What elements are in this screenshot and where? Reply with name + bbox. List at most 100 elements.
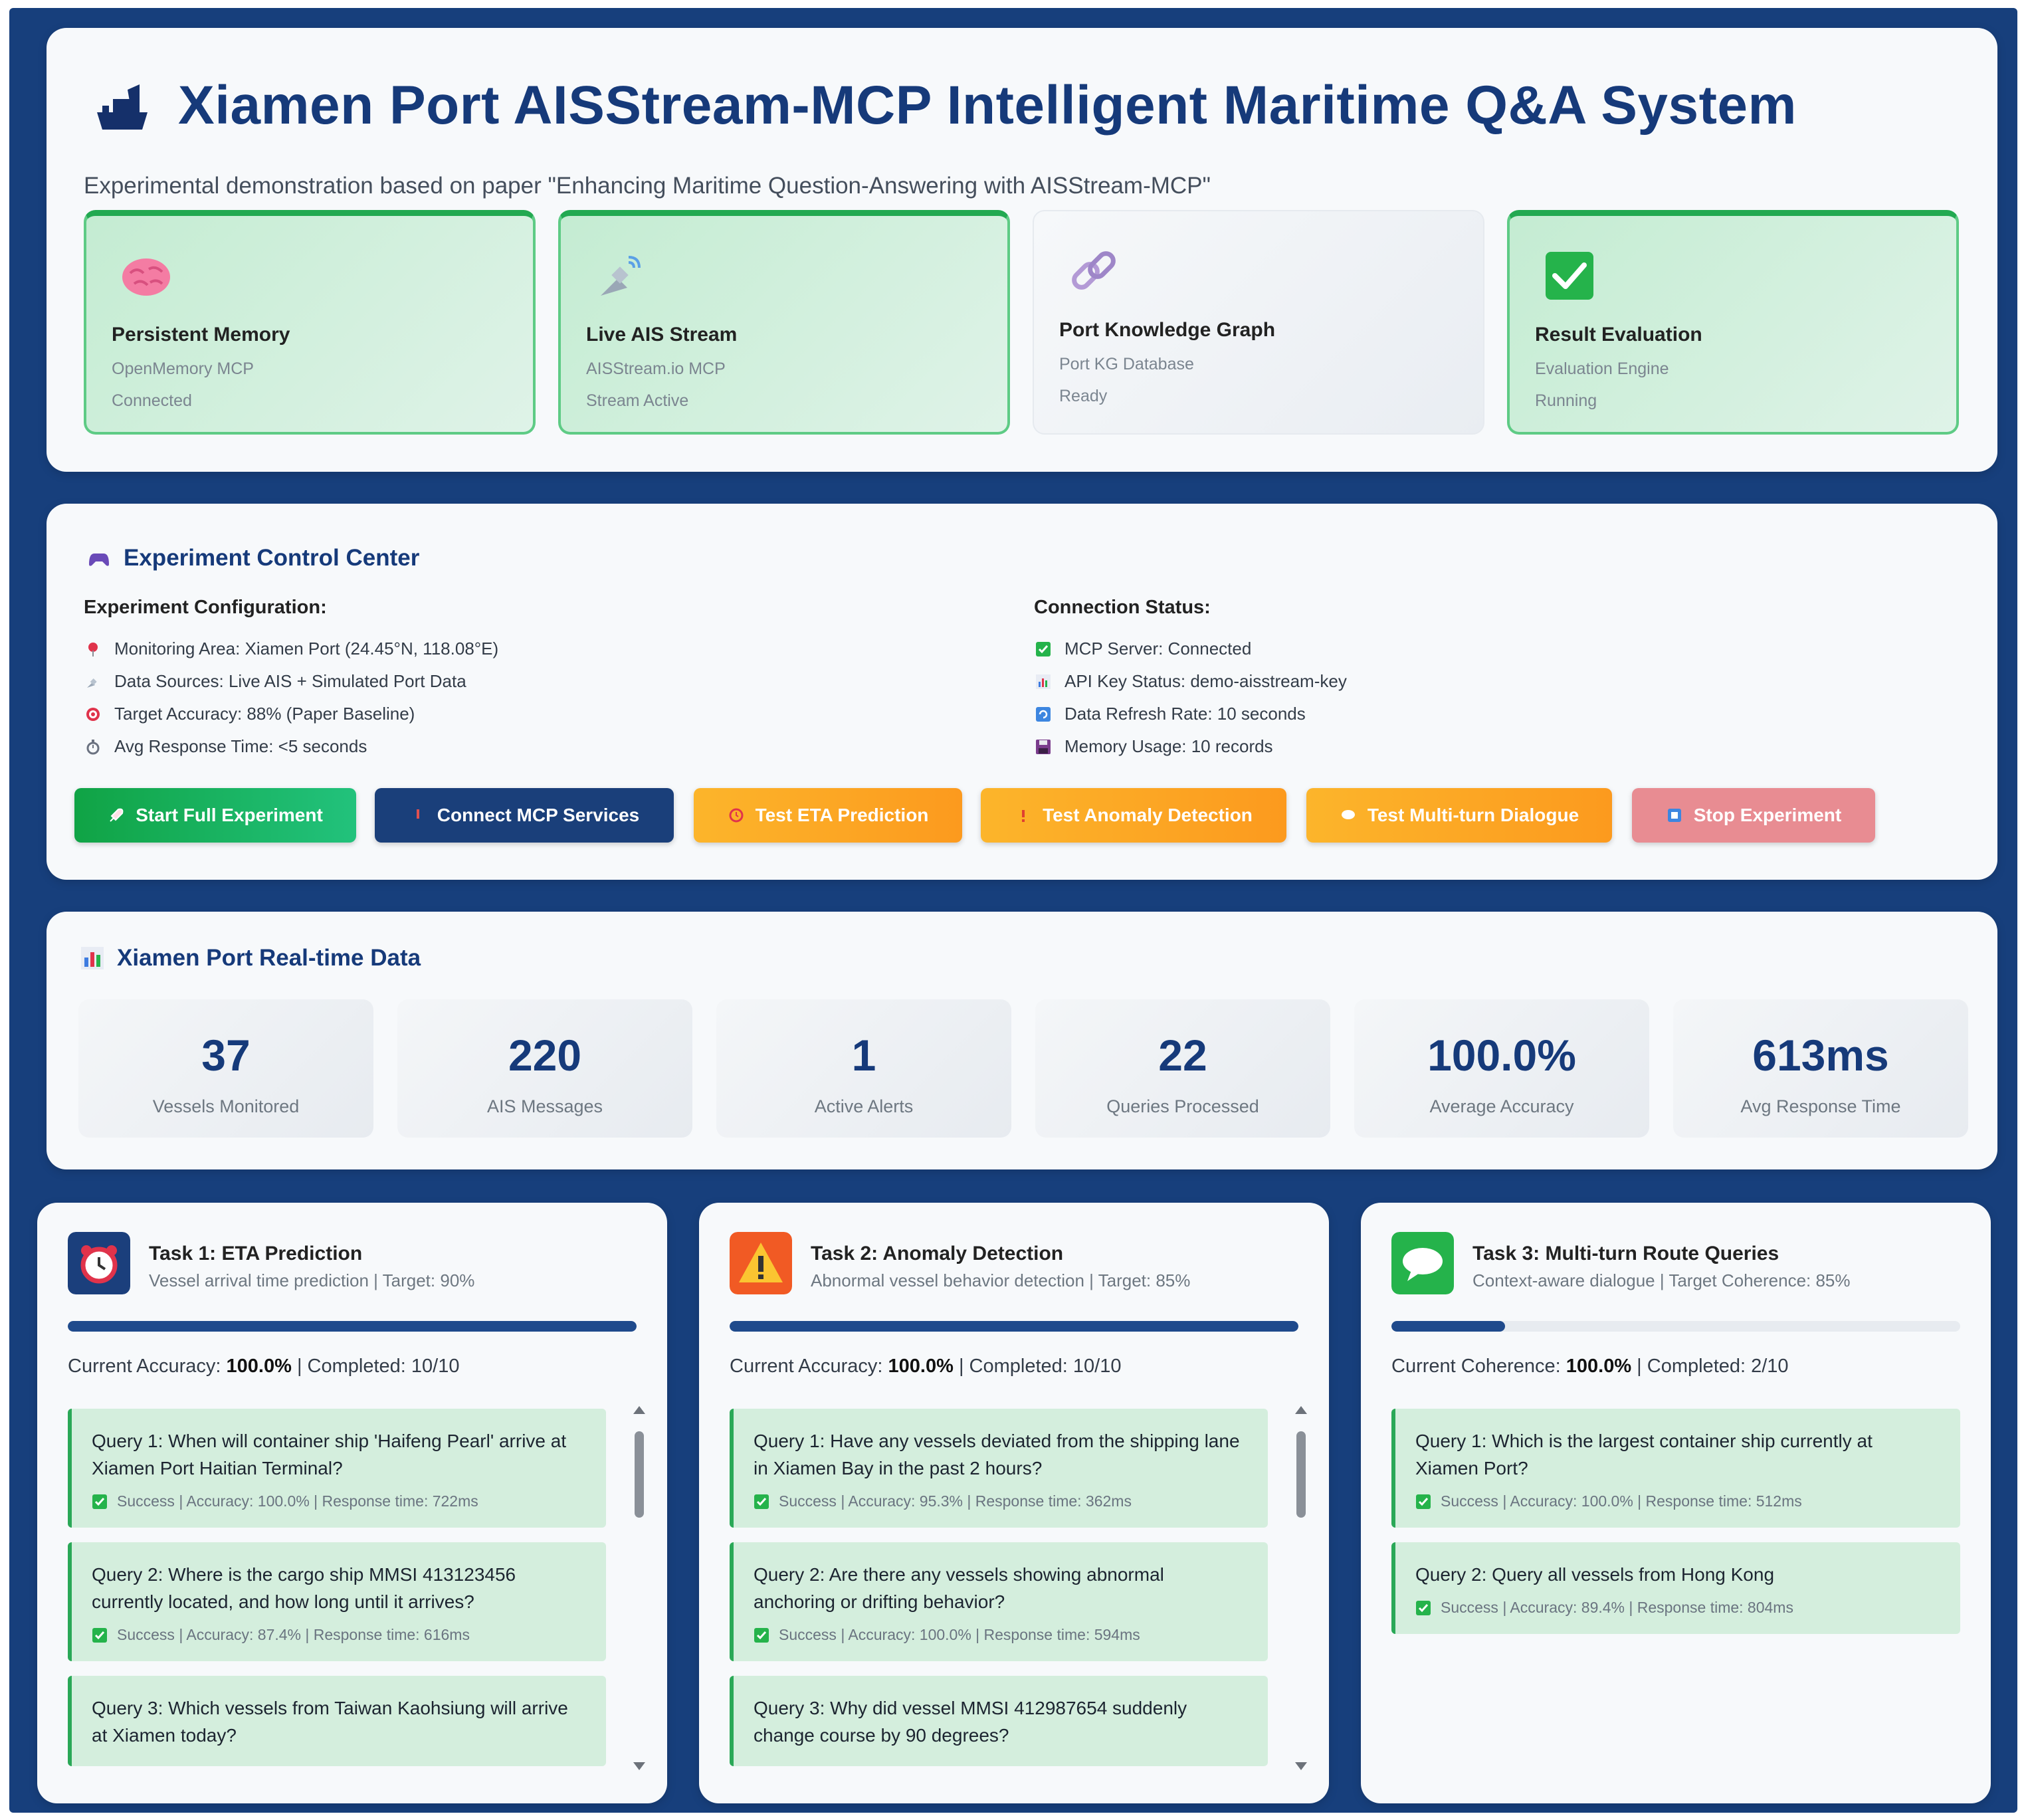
- brain-icon: [122, 258, 170, 296]
- clock-icon: [729, 808, 744, 823]
- query-meta-text: Success | Accuracy: 87.4% | Response tim…: [117, 1626, 470, 1643]
- connect-mcp-services-button[interactable]: Connect MCP Services: [375, 788, 674, 843]
- scrollbar-thumb[interactable]: [1296, 1431, 1306, 1518]
- check-icon: [1416, 1600, 1431, 1615]
- service-name: Port Knowledge Graph: [1059, 319, 1276, 341]
- task-progress-bar: [1391, 1321, 1960, 1332]
- config-item: Data Sources: Live AIS + Simulated Port …: [85, 665, 498, 698]
- bar-chart-icon: [81, 947, 104, 969]
- service-card-persistent-memory: Persistent Memory OpenMemory MCP Connect…: [84, 210, 536, 435]
- config-heading: Experiment Configuration:: [84, 597, 327, 618]
- query-list[interactable]: Query 1: When will container ship 'Haife…: [68, 1409, 623, 1781]
- status-item-text: Data Refresh Rate: 10 seconds: [1065, 704, 1306, 724]
- query-text: Query 2: Where is the cargo ship MMSI 41…: [92, 1564, 516, 1612]
- query-item: Query 2: Where is the cargo ship MMSI 41…: [68, 1542, 606, 1661]
- service-detail: OpenMemory MCP: [112, 359, 254, 378]
- stat-ais-messages: 220 AIS Messages: [397, 999, 692, 1138]
- scrollbar-thumb[interactable]: [635, 1431, 644, 1518]
- status-item-text: Memory Usage: 10 records: [1065, 736, 1273, 756]
- task-card-anomaly-detection: Task 2: Anomaly Detection Abnormal vesse…: [699, 1203, 1329, 1803]
- query-meta: Success | Accuracy: 95.3% | Response tim…: [754, 1492, 1248, 1510]
- service-detail: Evaluation Engine: [1535, 359, 1669, 378]
- button-label: Start Full Experiment: [136, 805, 323, 825]
- query-meta: Success | Accuracy: 87.4% | Response tim…: [92, 1626, 586, 1644]
- check-icon: [754, 1494, 769, 1509]
- realtime-data-title-text: Xiamen Port Real-time Data: [117, 945, 421, 971]
- check-icon: [754, 1627, 769, 1643]
- task-metric: Current Accuracy: 100.0% | Completed: 10…: [68, 1356, 460, 1377]
- task-card-multi-turn-route-queries: Task 3: Multi-turn Route Queries Context…: [1361, 1203, 1991, 1803]
- satellite-icon: [601, 256, 641, 296]
- task-title: Task 3: Multi-turn Route Queries: [1472, 1243, 1779, 1264]
- query-meta-text: Success | Accuracy: 100.0% | Response ti…: [779, 1626, 1140, 1643]
- stat-label: Queries Processed: [1106, 1096, 1259, 1116]
- gamepad-icon: [89, 554, 109, 566]
- completed-count: | Completed: 10/10: [958, 1356, 1122, 1377]
- scroll-up-arrow-icon[interactable]: [1295, 1406, 1307, 1414]
- button-label: Connect MCP Services: [437, 805, 640, 825]
- query-list[interactable]: Query 1: Which is the largest container …: [1391, 1409, 1963, 1781]
- query-list-scrollbar[interactable]: [631, 1403, 647, 1773]
- status-list: MCP Server: Connected API Key Status: de…: [1035, 633, 1347, 763]
- metric-label: Current Accuracy:: [68, 1356, 221, 1377]
- checkmark-icon: [1546, 252, 1593, 300]
- query-meta: Success | Accuracy: 100.0% | Response ti…: [754, 1626, 1248, 1644]
- status-item: Memory Usage: 10 records: [1035, 730, 1347, 763]
- test-anomaly-detection-button[interactable]: Test Anomaly Detection: [981, 788, 1286, 843]
- service-status: Running: [1535, 391, 1597, 410]
- stat-label: Avg Response Time: [1740, 1096, 1901, 1116]
- stat-value: 22: [1158, 1031, 1207, 1080]
- completed-count: | Completed: 2/10: [1637, 1356, 1789, 1377]
- stat-label: Vessels Monitored: [152, 1096, 300, 1116]
- start-full-experiment-button[interactable]: Start Full Experiment: [74, 788, 356, 843]
- query-list[interactable]: Query 1: Have any vessels deviated from …: [730, 1409, 1285, 1781]
- task-progress-bar: [68, 1321, 637, 1332]
- task-subtitle: Abnormal vessel behavior detection | Tar…: [811, 1270, 1191, 1290]
- query-item: Query 1: Which is the largest container …: [1391, 1409, 1960, 1528]
- query-meta-text: Success | Accuracy: 89.4% | Response tim…: [1441, 1599, 1793, 1616]
- metric-value: 100.0%: [888, 1356, 954, 1377]
- config-item: Target Accuracy: 88% (Paper Baseline): [85, 698, 498, 730]
- test-multi-turn-dialogue-button[interactable]: Test Multi-turn Dialogue: [1306, 788, 1612, 843]
- query-meta-text: Success | Accuracy: 95.3% | Response tim…: [779, 1492, 1132, 1510]
- test-eta-prediction-button[interactable]: Test ETA Prediction: [694, 788, 962, 843]
- query-text: Query 1: Have any vessels deviated from …: [754, 1431, 1240, 1478]
- floppy-icon: [1036, 739, 1051, 754]
- stop-experiment-button[interactable]: Stop Experiment: [1632, 788, 1875, 843]
- button-label: Test Multi-turn Dialogue: [1367, 805, 1579, 825]
- query-list-scrollbar[interactable]: [1293, 1403, 1309, 1773]
- config-list: Monitoring Area: Xiamen Port (24.45°N, 1…: [85, 633, 498, 763]
- speech-icon: [1341, 810, 1355, 819]
- config-item-text: Avg Response Time: <5 seconds: [114, 736, 367, 756]
- service-card-result-evaluation: Result Evaluation Evaluation Engine Runn…: [1507, 210, 1959, 435]
- scroll-down-arrow-icon[interactable]: [633, 1762, 645, 1770]
- service-status: Stream Active: [586, 391, 689, 410]
- scroll-down-arrow-icon[interactable]: [1295, 1762, 1307, 1770]
- stop-icon: [1667, 809, 1681, 822]
- task-progress-fill: [730, 1321, 1298, 1332]
- realtime-data-title: Xiamen Port Real-time Data: [80, 945, 421, 971]
- task-metric: Current Coherence: 100.0% | Completed: 2…: [1391, 1356, 1789, 1377]
- scroll-up-arrow-icon[interactable]: [633, 1406, 645, 1414]
- query-item: Query 3: Why did vessel MMSI 412987654 s…: [730, 1676, 1268, 1766]
- warning-icon: [1022, 810, 1025, 822]
- task-progress-fill: [68, 1321, 637, 1332]
- page-title: Xiamen Port AISStream-MCP Intelligent Ma…: [178, 75, 1797, 136]
- metric-value: 100.0%: [1566, 1356, 1632, 1377]
- stat-value: 37: [201, 1031, 251, 1080]
- speech-bubble-icon: [1391, 1232, 1454, 1294]
- check-icon: [1036, 641, 1051, 657]
- service-name: Result Evaluation: [1535, 324, 1702, 346]
- service-card-live-ais-stream: Live AIS Stream AISStream.io MCP Stream …: [558, 210, 1010, 435]
- query-text: Query 3: Why did vessel MMSI 412987654 s…: [754, 1698, 1187, 1746]
- query-meta: Success | Accuracy: 100.0% | Response ti…: [92, 1492, 586, 1510]
- title-row: Xiamen Port AISStream-MCP Intelligent Ma…: [93, 74, 1797, 137]
- check-icon: [92, 1494, 107, 1509]
- stat-active-alerts: 1 Active Alerts: [716, 999, 1011, 1138]
- button-label: Test ETA Prediction: [755, 805, 929, 825]
- warning-icon: [730, 1232, 792, 1294]
- stat-vessels-monitored: 37 Vessels Monitored: [78, 999, 373, 1138]
- metric-label: Current Accuracy:: [730, 1356, 883, 1377]
- query-text: Query 1: When will container ship 'Haife…: [92, 1431, 567, 1478]
